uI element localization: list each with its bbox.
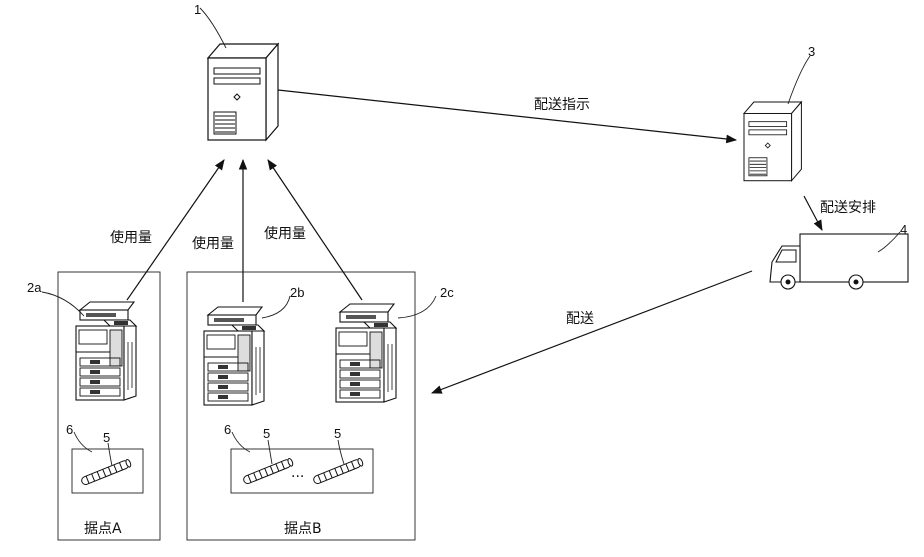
cartridge-b1-icon	[243, 458, 294, 485]
ref-6b: 6	[224, 422, 231, 437]
label-delivery: 配送	[566, 311, 594, 327]
ref-1: 1	[194, 2, 201, 17]
arrow-delivery-instruction	[278, 90, 736, 140]
truck-icon	[770, 234, 908, 289]
label-usage-a: 使用量	[110, 229, 152, 246]
arrow-delivery	[432, 271, 752, 393]
label-site-b: 据点B	[284, 521, 322, 537]
ref-2b: 2b	[290, 285, 304, 300]
leader-5a	[108, 443, 112, 466]
mfp-2b-icon	[204, 307, 264, 405]
cartridge-a-icon	[81, 459, 132, 486]
leader-3	[788, 56, 810, 104]
ref-6a: 6	[66, 422, 73, 437]
label-site-a: 据点A	[84, 521, 122, 537]
ref-4: 4	[900, 222, 907, 237]
main-server-icon	[208, 44, 278, 140]
ref-2a: 2a	[27, 280, 42, 295]
leader-5b1	[268, 440, 272, 464]
leader-2a	[42, 292, 84, 316]
leader-2b	[262, 296, 290, 318]
ref-2c: 2c	[440, 285, 454, 300]
ref-3: 3	[808, 44, 815, 59]
leader-2c	[398, 296, 436, 318]
label-usage-b: 使用量	[192, 235, 234, 252]
label-delivery-arrangement: 配送安排	[820, 200, 876, 216]
delivery-server-icon	[744, 102, 801, 181]
leader-1	[200, 8, 226, 48]
mfp-2a-icon	[76, 302, 136, 400]
ref-5a: 5	[103, 430, 110, 445]
ellipsis-label: ···	[291, 469, 304, 485]
cartridge-b2-icon	[313, 458, 364, 485]
label-delivery-instruction: 配送指示	[534, 97, 590, 113]
ref-5b1: 5	[263, 426, 270, 441]
leader-5b2	[338, 440, 344, 464]
label-usage-c: 使用量	[264, 225, 306, 242]
ref-5b2: 5	[334, 426, 341, 441]
mfp-2c-icon	[336, 304, 396, 402]
